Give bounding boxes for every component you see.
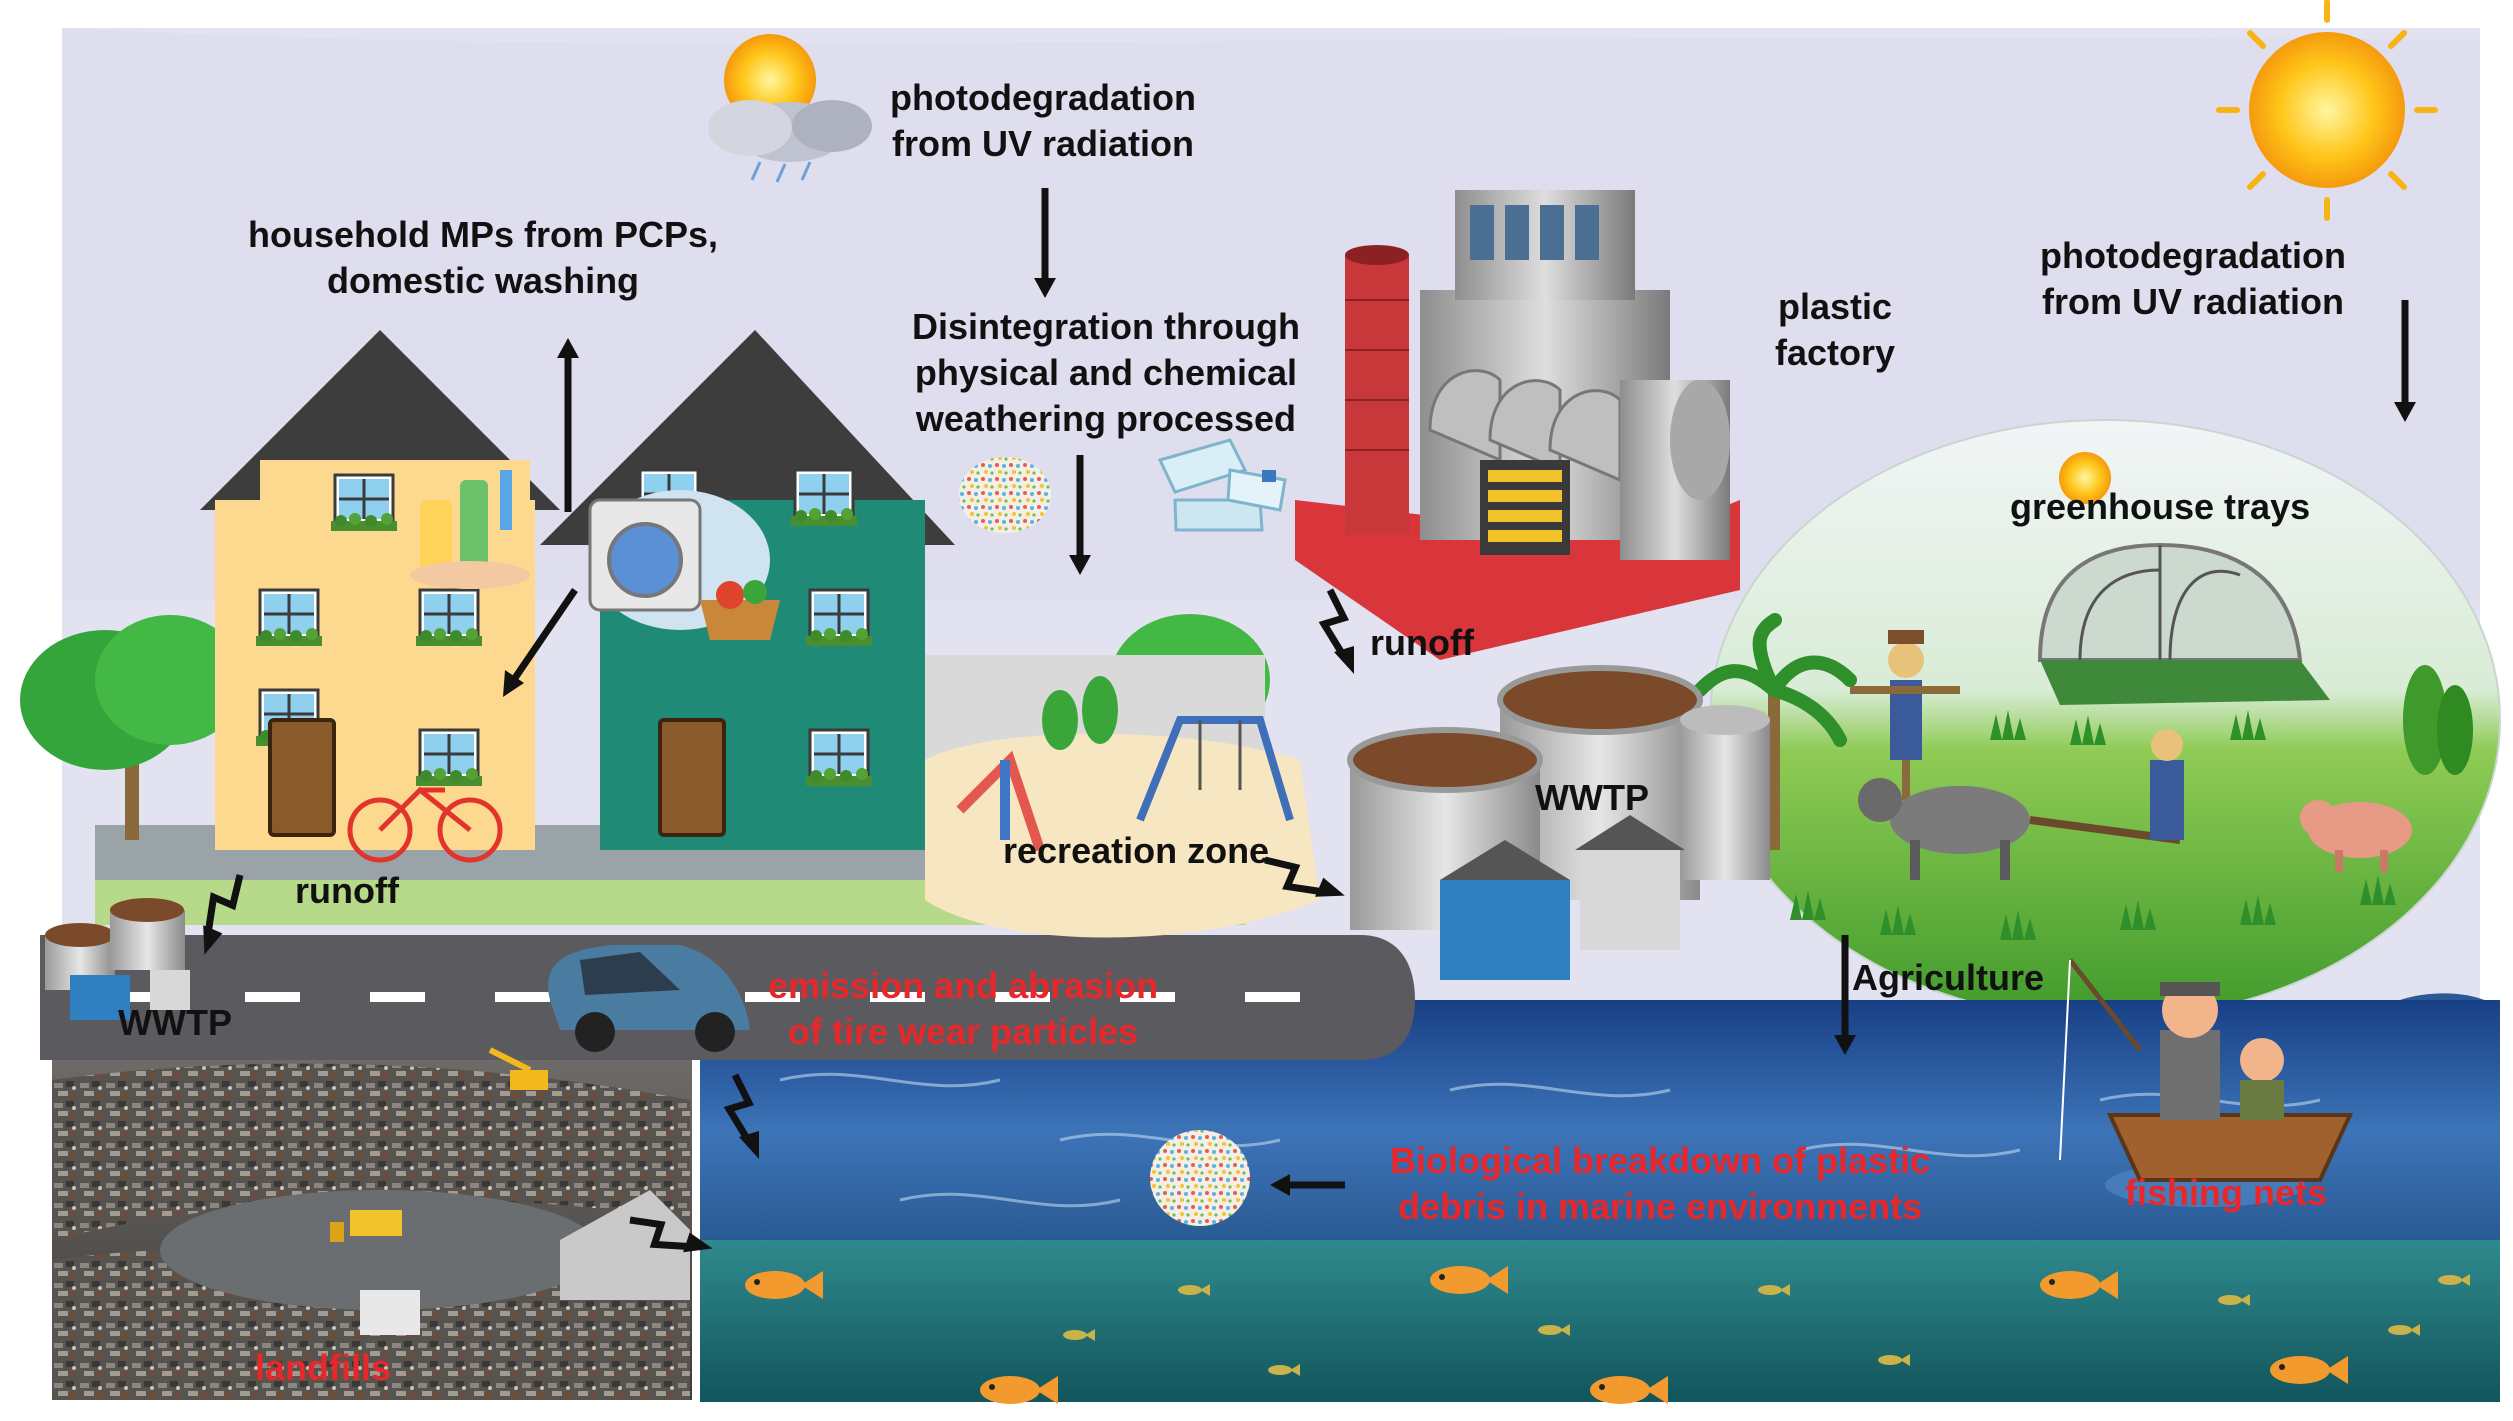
runoff-street-label: runoff [295,870,399,911]
household-label: household MPs from PCPs, domestic washin… [248,214,719,301]
plastic-particles-icon [959,457,1051,533]
sun-icon [2216,0,2438,221]
pig-icon [2300,800,2412,872]
plastic-bottles-icon [1157,438,1287,532]
plastic-particles-icon [1150,1130,1250,1226]
wwtp-tank-icon [1347,665,1770,980]
wwtp-center-label: WWTP [1535,777,1649,818]
playground-icon [956,750,1045,852]
factory-icon [1295,190,1740,660]
ox-plow-icon [1858,729,2184,880]
fishing-boat-icon [2059,958,2354,1207]
recreation-zone-label: recreation zone [1003,830,1270,871]
arrows [503,188,2416,1196]
landfill-icon [52,1060,692,1400]
plastic-factory-label: plastic factory [1775,286,1896,373]
agriculture-label: Agriculture [1852,957,2045,998]
greenhouse-label: greenhouse trays [2010,486,2311,527]
washing-machine-icon [588,490,780,640]
swing-icon [1136,716,1294,822]
tree-icon [20,615,245,840]
agriculture-dome [1693,419,2501,1021]
toiletries-icon [410,470,530,589]
palm-tree-icon [1693,613,1857,850]
photodegradation-top-label: photodegradation from UV radiation [890,77,1196,164]
photodegradation-right-label: photodegradation from UV radiation [2040,235,2346,322]
bulldozer-icon [330,1210,402,1242]
fishing-nets-label: fishing nets [2125,1172,2328,1213]
biological-breakdown-label: Biological breakdown of plastic debris i… [1390,1140,1931,1227]
tire-wear-label: emission and abrasion of tire wear parti… [768,965,1159,1052]
scarecrow-icon [1850,630,1960,800]
small-sun-icon [2059,452,2111,504]
wwtp-left-label: WWTP [118,1002,232,1043]
greenhouse-icon [2037,542,2330,705]
runoff-factory-label: runoff [1370,622,1474,663]
underwater [700,1240,2500,1402]
landfills-label: landfills [255,1347,392,1388]
excavator-icon [488,1047,548,1090]
recreation-zone [925,655,1320,938]
sun-cloud-rain-icon [708,34,872,183]
disintegration-label: Disintegration through physical and chem… [912,306,1300,439]
car-icon [548,945,750,1052]
bicycle-icon [347,786,503,863]
wwtp-tank-icon [45,898,190,1020]
chimney-icon [1345,245,1409,535]
